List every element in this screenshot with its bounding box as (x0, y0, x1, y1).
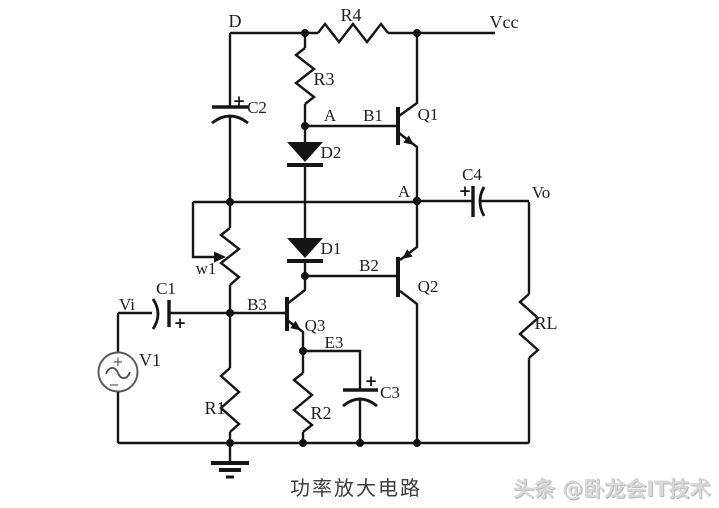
source-plus-mark: + (113, 355, 124, 370)
diode-d2 (287, 126, 323, 202)
resistor-r2-symbol (292, 372, 314, 433)
transistor-q3 (230, 276, 307, 355)
transistor-q1 (305, 33, 419, 201)
label-q2: Q2 (418, 277, 439, 296)
transistor-q2-collector (399, 290, 419, 443)
label-r3: R3 (313, 69, 334, 89)
label-c3: C3 (380, 383, 400, 402)
input-network: + − (97, 298, 234, 443)
transistor-q1-emitter (398, 132, 419, 201)
capacitor-c2-branch (211, 33, 249, 202)
resistor-r3-symbol (294, 47, 316, 105)
source-minus-mark: − (109, 378, 120, 393)
transistor-q3-emitter (286, 319, 305, 351)
polarity-plus-c2: + (233, 92, 246, 110)
resistor-r3-branch (294, 33, 316, 130)
label-vo: Vo (532, 183, 551, 202)
label-q1: Q1 (418, 105, 439, 124)
label-c1: C1 (156, 279, 176, 298)
label-r1: R1 (204, 398, 225, 418)
diode-d1 (287, 202, 323, 280)
sine-wave-icon (105, 366, 131, 380)
transistor-q2 (305, 201, 419, 443)
label-d1: D1 (321, 239, 342, 258)
label-d2: D2 (321, 143, 342, 162)
capacitor-c1-curved-plate (151, 298, 160, 330)
diagram-caption: 功率放大电路 (290, 476, 422, 500)
label-c4: C4 (462, 165, 482, 184)
label-node-b1: B1 (363, 106, 383, 125)
polarity-plus-c4: + (459, 182, 472, 200)
transistor-q3-collector (286, 276, 307, 305)
label-r4: R4 (340, 5, 361, 25)
wiper-arrow-icon (214, 251, 226, 263)
label-q3: Q3 (305, 316, 326, 335)
labels: D R4 Vcc R3 C2 + A B1 Q1 D2 A C4 + Vo D1… (119, 5, 558, 423)
label-r2: R2 (310, 403, 331, 423)
label-vi: Vi (119, 295, 135, 314)
potentiometer-w1-wiper-wire (191, 202, 214, 259)
mid-rail (193, 196, 422, 206)
capacitor-c2-curved-plate (211, 114, 249, 125)
diode-d2-triangle (287, 142, 323, 162)
label-v1: V1 (139, 350, 161, 370)
label-node-a-bias: A (324, 106, 337, 125)
diode-d1-triangle (287, 238, 323, 258)
wire (303, 349, 362, 390)
top-rail (230, 22, 495, 44)
label-node-b2: B2 (359, 256, 379, 275)
label-node-b3: B3 (247, 295, 267, 314)
label-node-d: D (229, 11, 242, 31)
label-vcc: Vcc (490, 12, 519, 32)
junction-dot (413, 439, 421, 447)
transistor-q1-collector (398, 33, 419, 117)
capacitor-c3-branch (303, 349, 378, 443)
output-network (417, 186, 540, 443)
label-w1: w1 (196, 259, 217, 278)
resistor-rl-symbol (518, 293, 540, 359)
resistor-r1-branch (219, 313, 241, 443)
resistor-r2-branch (292, 351, 314, 443)
potentiometer-w1-symbol (219, 227, 241, 286)
label-node-a-out: A (398, 182, 411, 201)
watermark-text: 头条 @卧龙会IT技术 (513, 477, 710, 501)
bottom-rail (118, 439, 529, 479)
junction-dot (299, 439, 307, 447)
resistor-r1-symbol (219, 367, 241, 433)
polarity-plus-c1: + (174, 314, 187, 332)
resistor-r4-symbol (317, 22, 389, 44)
label-node-e3: E3 (325, 333, 344, 352)
emitter-arrow-icon (402, 249, 413, 259)
label-c2: C2 (247, 98, 267, 117)
label-rl: RL (534, 313, 557, 333)
potentiometer-w1 (191, 202, 241, 313)
polarity-plus-c3: + (365, 372, 378, 390)
junction-dot (356, 439, 364, 447)
emitter-arrow-icon (290, 320, 301, 331)
emitter-arrow-icon (403, 135, 414, 145)
